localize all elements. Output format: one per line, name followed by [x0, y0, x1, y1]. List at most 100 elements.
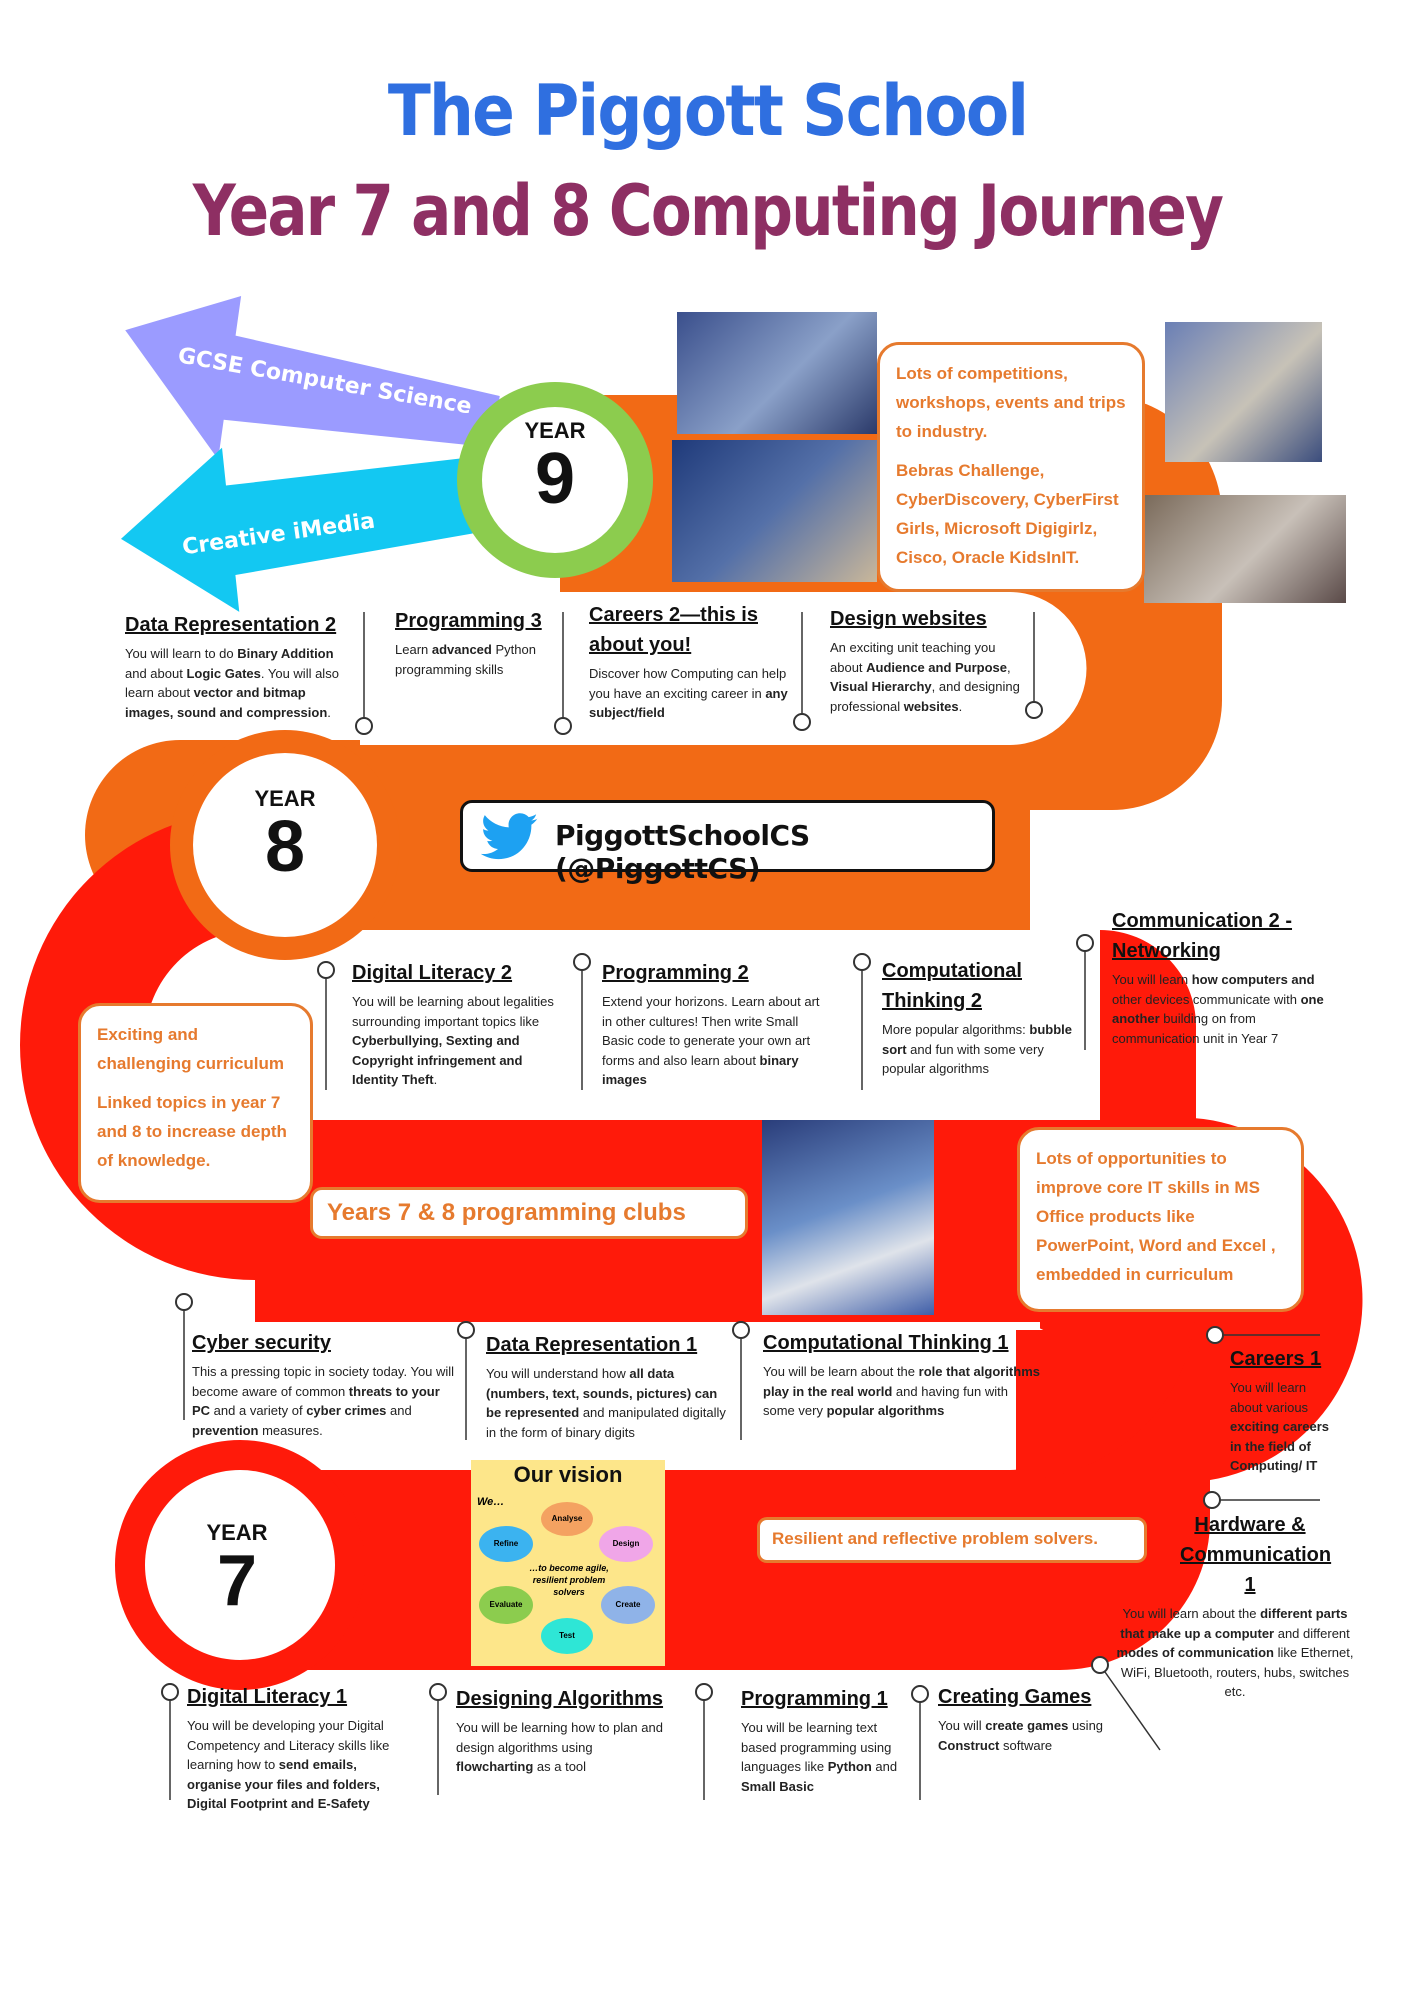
- photo-workshop-1: [1165, 322, 1322, 462]
- year7-label: YEAR: [206, 1520, 268, 1545]
- vision-we: We…: [477, 1496, 505, 1508]
- twitter-box[interactable]: PiggottSchoolCS (@PiggottCS): [460, 800, 995, 885]
- topic-programming-3: Programming 3 Learn advanced Python prog…: [395, 606, 555, 679]
- year9-label: YEAR: [524, 418, 586, 443]
- vision-step-evaluate: Evaluate: [479, 1586, 533, 1624]
- competitions-callout: Lots of competitions, workshops, events …: [877, 342, 1145, 592]
- topic-computational-thinking-2: Computational Thinking 2 More popular al…: [882, 956, 1082, 1079]
- topic-title: Creating Games: [938, 1686, 1092, 1708]
- topic-title: Data Representation 1: [486, 1334, 698, 1356]
- topic-body: You will be learn about the role that al…: [763, 1364, 1040, 1418]
- year7-badge: YEAR 7: [182, 1520, 292, 1621]
- topic-careers-1: Careers 1 You will learn about various e…: [1230, 1344, 1340, 1476]
- topic-body: More popular algorithms: bubble sort and…: [882, 1022, 1073, 1076]
- topic-body: You will learn how computers and other d…: [1112, 972, 1324, 1046]
- office-callout: Lots of opportunities to improve core IT…: [1017, 1127, 1304, 1312]
- topic-programming-2: Programming 2 Extend your horizons. Lear…: [602, 958, 832, 1090]
- twitter-handle[interactable]: PiggottSchoolCS (@PiggottCS): [555, 819, 810, 885]
- topic-data-representation-1: Data Representation 1 You will understan…: [486, 1330, 726, 1442]
- year7-number: 7: [216, 1541, 258, 1621]
- year8-number: 8: [264, 807, 306, 887]
- topic-title: Design websites: [830, 608, 987, 630]
- year8-label: YEAR: [254, 786, 316, 811]
- school-name: The Piggott School: [387, 70, 1029, 152]
- topic-design-websites: Design websites An exciting unit teachin…: [830, 604, 1030, 716]
- lane-mid-2: [180, 1322, 1084, 1470]
- topic-title: Designing Algorithms: [456, 1688, 664, 1710]
- year9-badge: YEAR 9: [500, 418, 610, 519]
- year8-badge: YEAR 8: [230, 786, 340, 887]
- page-title: Year 7 and 8 Computing Journey: [192, 170, 1224, 252]
- topic-digital-literacy-1: Digital Literacy 1 You will be developin…: [187, 1682, 407, 1814]
- topic-title: Programming 2: [602, 962, 749, 984]
- topic-body: You will learn about the different parts…: [1116, 1606, 1354, 1699]
- year8-circle: [193, 753, 377, 937]
- competitions-text-1: Lots of competitions, workshops, events …: [896, 364, 1126, 441]
- curriculum-text-2: Linked topics in year 7 and 8 to increas…: [97, 1093, 287, 1170]
- clubs-text: Years 7 & 8 programming clubs: [327, 1199, 686, 1226]
- year9-circle: [482, 407, 628, 553]
- resilient-callout: Resilient and reflective problem solvers…: [757, 1517, 1147, 1563]
- photo-students-award: [677, 312, 877, 434]
- topic-body: You will understand how all data (number…: [486, 1366, 726, 1440]
- topic-title: Cyber security: [192, 1332, 331, 1354]
- topic-computational-thinking-1: Computational Thinking 1 You will be lea…: [763, 1328, 1043, 1421]
- vision-centre: …to become agile, resilient problem solv…: [529, 1563, 609, 1597]
- curriculum-callout: Exciting and challenging curriculum Link…: [78, 1003, 313, 1203]
- lane-top: [360, 592, 1087, 745]
- vision-step-refine: Refine: [479, 1526, 533, 1562]
- topic-body: Discover how Computing can help you have…: [589, 666, 788, 720]
- topic-data-representation-2: Data Representation 2 You will learn to …: [125, 610, 355, 722]
- topic-pins: [161, 612, 1320, 1800]
- topic-title: Digital Literacy 2: [352, 962, 513, 984]
- photo-students-queen: [672, 440, 877, 582]
- photo-programming-club: [762, 1120, 934, 1315]
- vision-graphic: Our vision We… …to become agile, resilie…: [471, 1460, 665, 1666]
- vision-title: Our vision: [513, 1462, 623, 1487]
- photo-workshop-2: [1144, 495, 1346, 603]
- clubs-callout: Years 7 & 8 programming clubs: [310, 1187, 748, 1239]
- topic-creating-games: Creating Games You will create games usi…: [938, 1682, 1108, 1755]
- topic-title: Computational Thinking 2: [882, 960, 1022, 1012]
- topic-careers-2: Careers 2—this is about you! Discover ho…: [589, 600, 799, 723]
- topic-title: Careers 2—this is about you!: [589, 604, 758, 656]
- resilient-text: Resilient and reflective problem solvers…: [772, 1529, 1098, 1548]
- topic-title: Data Representation 2: [125, 614, 337, 636]
- topic-body: You will learn to do Binary Addition and…: [125, 646, 339, 720]
- topic-body: You will learn about various exciting ca…: [1230, 1380, 1330, 1473]
- topic-body: An exciting unit teaching you about Audi…: [830, 640, 1020, 714]
- topic-body: You will be learning text based programm…: [741, 1720, 898, 1794]
- office-text: Lots of opportunities to improve core IT…: [1036, 1149, 1276, 1284]
- topic-communication-2: Communication 2 - Networking You will le…: [1112, 906, 1337, 1048]
- lane-mid-1: [255, 930, 1100, 1120]
- topic-body: You will be developing your Digital Comp…: [187, 1718, 390, 1811]
- topic-title: Programming 3: [395, 610, 542, 632]
- topic-title: Careers 1: [1230, 1348, 1322, 1370]
- topic-hardware-communication-1: Hardware & Communication 1 You will lear…: [1110, 1510, 1360, 1702]
- vision-step-test: Test: [541, 1618, 593, 1654]
- twitter-bird-icon: [481, 813, 538, 860]
- competitions-text-2: Bebras Challenge, CyberDiscovery, CyberF…: [896, 461, 1119, 567]
- vision-step-analyse: Analyse: [541, 1502, 593, 1536]
- topic-title: Digital Literacy 1: [187, 1686, 348, 1708]
- topic-title: Hardware & Communication 1: [1180, 1514, 1332, 1596]
- curriculum-text-1: Exciting and challenging curriculum: [97, 1025, 285, 1073]
- topic-title: Computational Thinking 1: [763, 1332, 1009, 1354]
- topic-digital-literacy-2: Digital Literacy 2 You will be learning …: [352, 958, 567, 1090]
- topic-body: This a pressing topic in society today. …: [192, 1364, 455, 1438]
- topic-body: You will be learning about legalities su…: [352, 994, 554, 1087]
- imedia-arrow: [120, 447, 522, 612]
- topic-title: Communication 2 - Networking: [1112, 910, 1293, 962]
- topic-body: You will create games using Construct so…: [938, 1718, 1104, 1753]
- topic-body: Extend your horizons. Learn about art in…: [602, 994, 820, 1087]
- topic-body: Learn advanced Python programming skills: [395, 642, 536, 677]
- vision-step-create: Create: [601, 1586, 655, 1624]
- topic-designing-algorithms: Designing Algorithms You will be learnin…: [456, 1684, 666, 1777]
- topic-body: You will be learning how to plan and des…: [456, 1720, 663, 1774]
- vision-step-design: Design: [599, 1526, 653, 1562]
- gcse-arrow: [125, 295, 500, 460]
- topic-title: Programming 1: [741, 1688, 888, 1710]
- year9-number: 9: [534, 439, 576, 519]
- topic-programming-1: Programming 1 You will be learning text …: [741, 1684, 901, 1796]
- topic-cyber-security: Cyber security This a pressing topic in …: [192, 1328, 457, 1440]
